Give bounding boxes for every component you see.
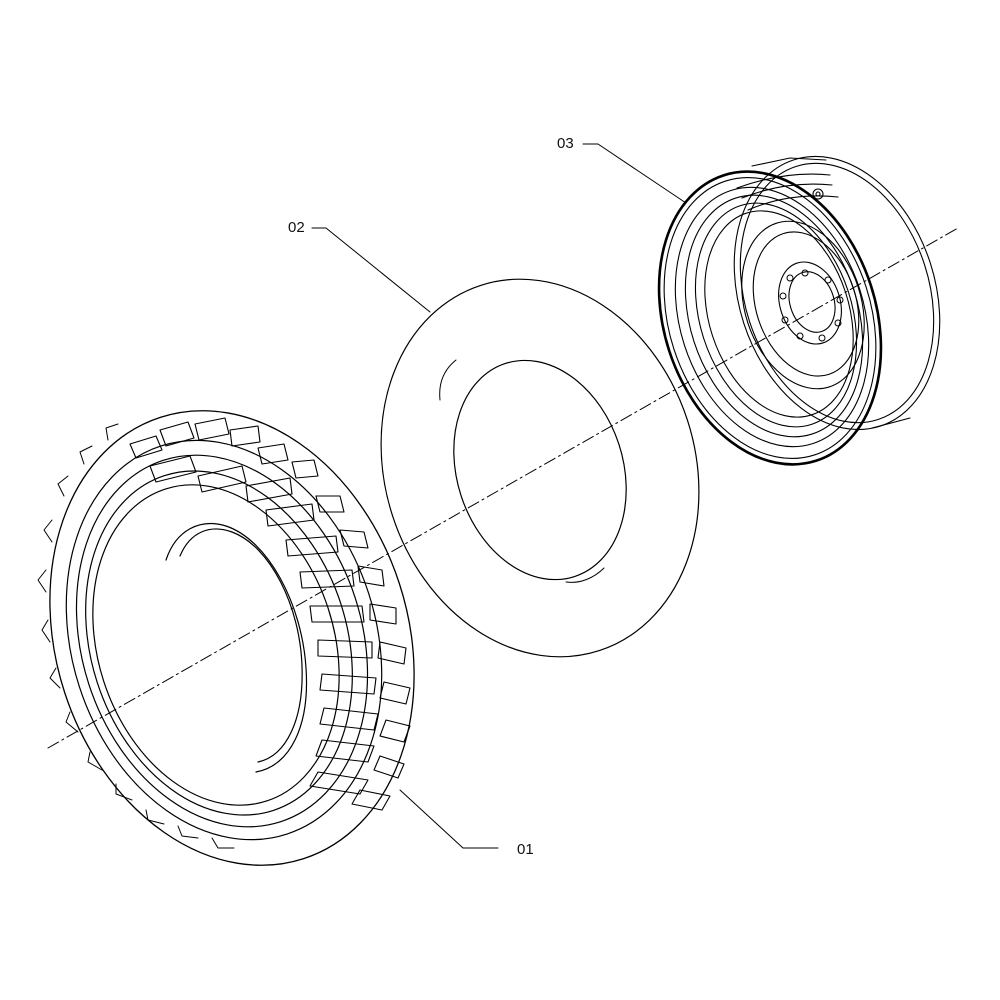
inner-tube [380,278,700,658]
wheel-rim [657,155,941,466]
bolt-holes [779,269,844,342]
valve [812,188,824,200]
center-axis [47,227,959,749]
leader-02 [311,227,431,313]
tyre [37,410,415,866]
leader-01 [399,789,499,849]
leader-lines [311,143,687,849]
callout-label-01: 01 [517,841,534,858]
leader-03 [582,143,687,204]
callout-label-03: 03 [557,135,574,152]
callout-label-02: 02 [288,219,305,236]
tread-lugs [129,417,411,811]
